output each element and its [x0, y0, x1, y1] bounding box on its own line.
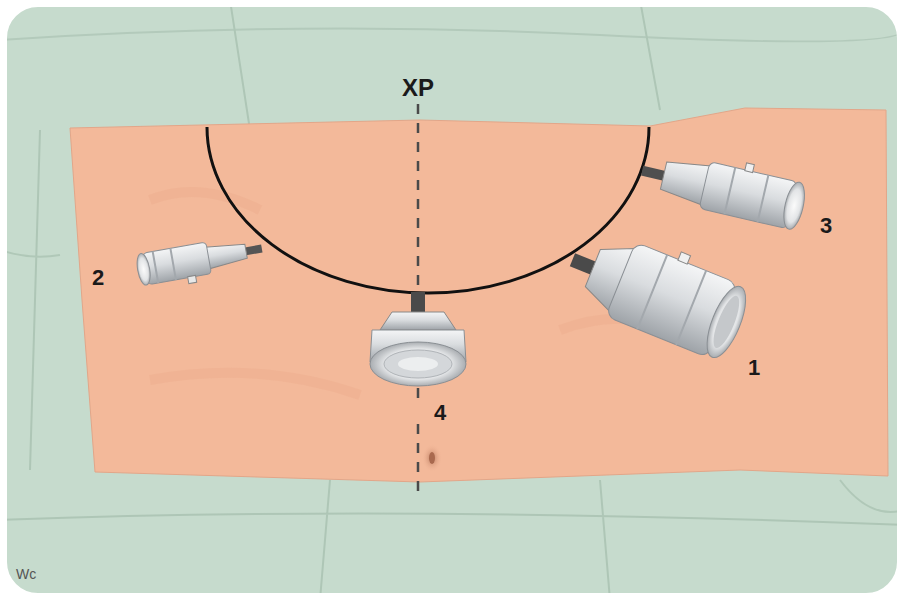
trocar-3 — [637, 140, 810, 231]
callout-number: 3 — [820, 215, 832, 237]
trocar-2 — [135, 233, 266, 292]
callout-number: 1 — [748, 357, 760, 379]
trocar-4 — [370, 292, 466, 386]
callout-number: 4 — [434, 402, 446, 424]
watermark: Wc — [16, 567, 36, 581]
trocar-1 — [557, 215, 757, 364]
callout-number: 2 — [92, 267, 104, 289]
region-label: XP — [402, 76, 434, 100]
